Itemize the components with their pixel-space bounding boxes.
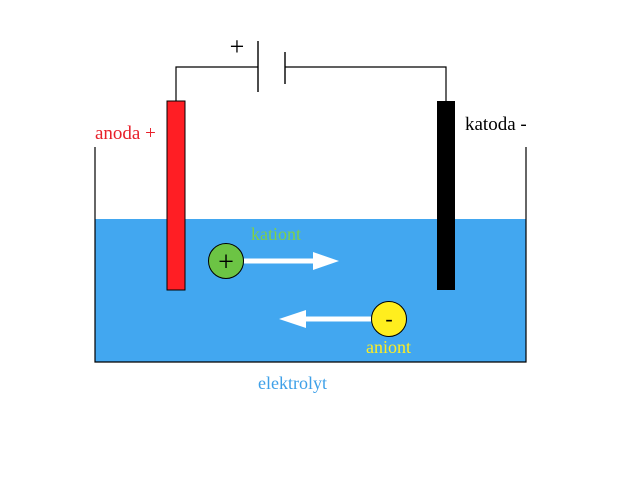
battery-plus-label: + <box>230 32 245 61</box>
cation-sign: + <box>218 247 234 278</box>
anode-label: anoda + <box>95 123 156 144</box>
cation-arrow-head <box>313 252 339 270</box>
anion-label: aniont <box>366 337 411 357</box>
cathode-electrode <box>437 101 455 290</box>
anion-ion <box>371 301 407 337</box>
anode-electrode <box>166 100 186 291</box>
anion-sign: - <box>385 306 392 331</box>
wire-left <box>175 66 258 101</box>
electrolyte-label: elektrolyt <box>258 373 327 393</box>
cathode-label: katoda - <box>465 114 527 135</box>
cation-label: kationt <box>251 224 301 244</box>
cation-ion <box>208 243 244 279</box>
anion-arrow-head <box>279 310 306 328</box>
wire-right <box>285 66 447 101</box>
container-vessel <box>94 147 527 363</box>
electrolyte-liquid <box>95 219 526 362</box>
